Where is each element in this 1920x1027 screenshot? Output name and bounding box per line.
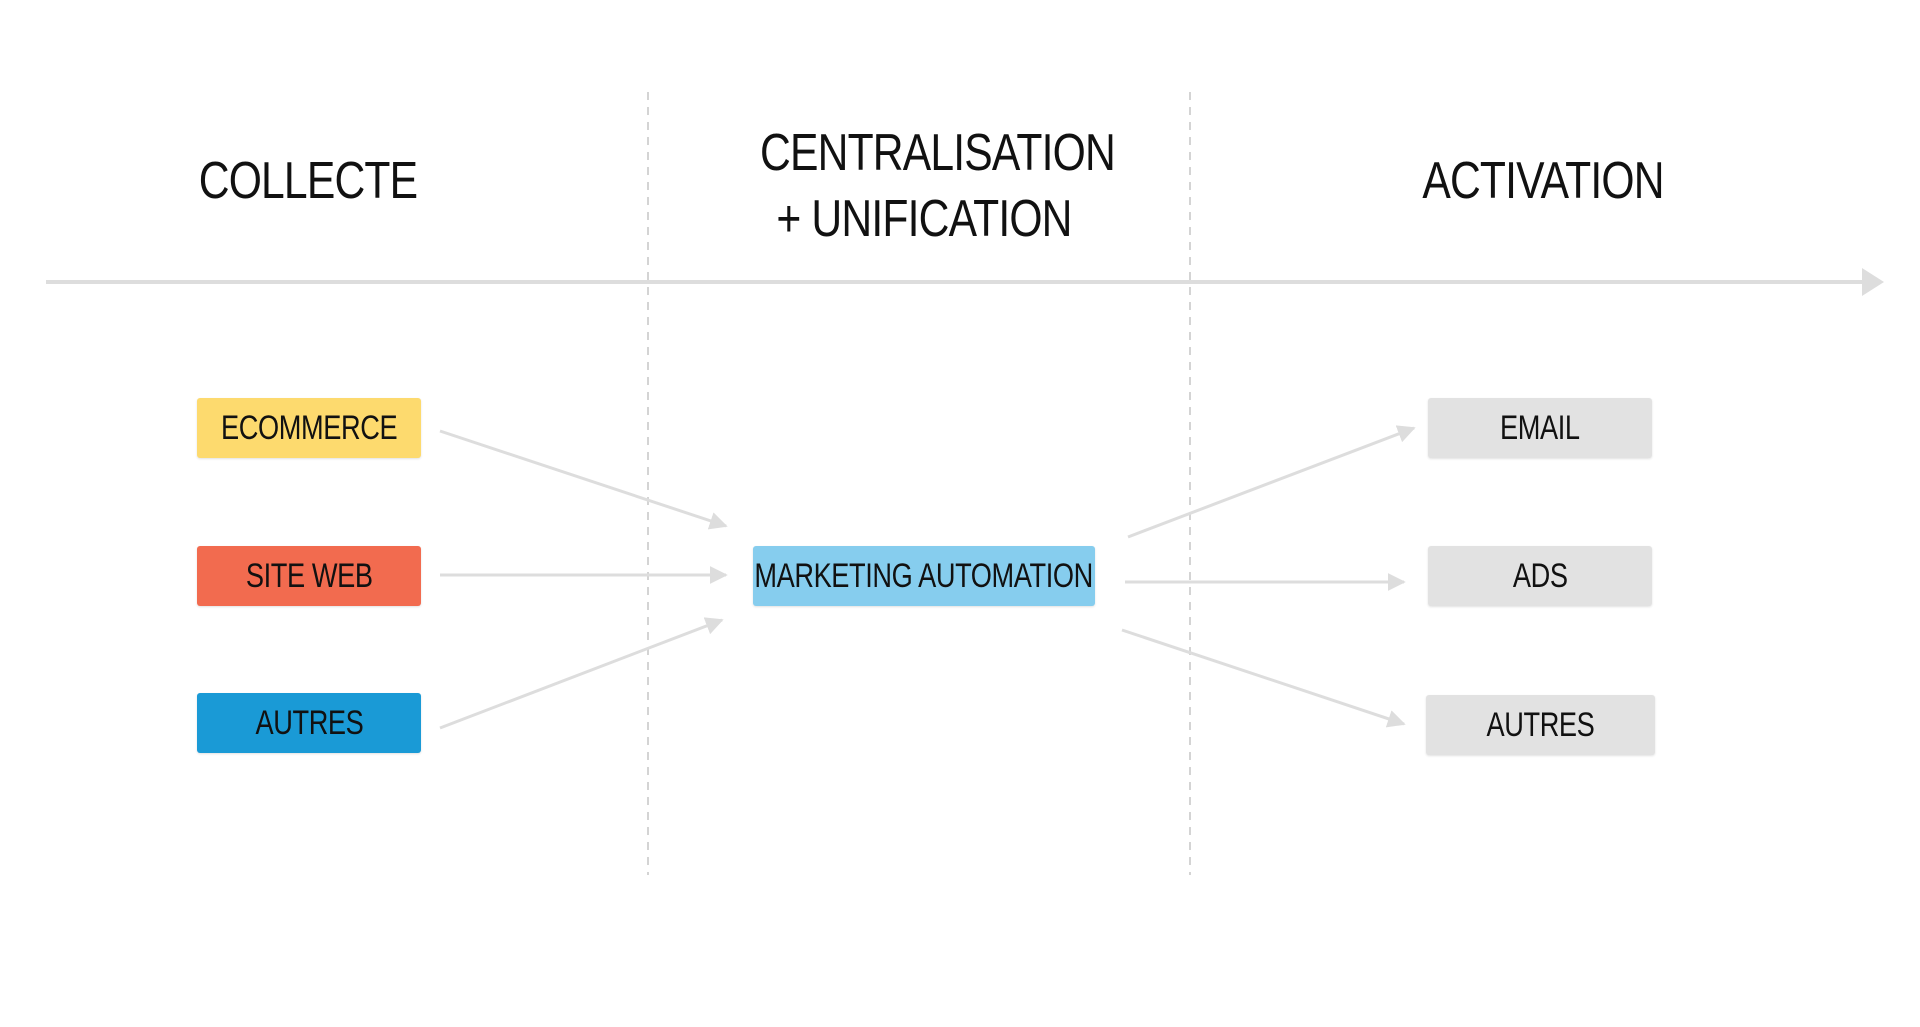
hub-box-marketing-automation: MARKETING AUTOMATION: [753, 546, 1095, 606]
source-box-ecommerce: ECOMMERCE: [197, 398, 421, 458]
arrow-autres-to-hub: [439, 617, 724, 730]
source-box-site-web: SITE WEB: [197, 546, 421, 606]
output-box-ads: ADS: [1428, 546, 1652, 606]
timeline-arrow-icon: [46, 268, 1884, 296]
column-heading-centralisation-line2: + UNIFICATION: [776, 190, 1072, 248]
column-heading-centralisation: CENTRALISATION + UNIFICATION: [760, 120, 1116, 252]
output-label: ADS: [1512, 556, 1568, 595]
arrow-hub-to-autres: [1121, 628, 1406, 728]
source-label: AUTRES: [255, 703, 363, 742]
source-label: ECOMMERCE: [220, 408, 398, 447]
arrow-ecommerce-to-hub: [439, 429, 728, 530]
output-box-email: EMAIL: [1428, 398, 1652, 458]
source-label: SITE WEB: [245, 556, 373, 595]
hub-label: MARKETING AUTOMATION: [754, 556, 1094, 595]
column-heading-centralisation-line1: CENTRALISATION: [760, 124, 1116, 182]
output-label: AUTRES: [1486, 705, 1595, 744]
arrow-hub-to-email: [1127, 425, 1416, 539]
output-box-autres: AUTRES: [1426, 695, 1655, 755]
output-label: EMAIL: [1500, 408, 1580, 447]
source-box-autres: AUTRES: [197, 693, 421, 753]
column-heading-activation: ACTIVATION: [1422, 152, 1664, 210]
column-heading-collecte: COLLECTE: [198, 152, 418, 210]
